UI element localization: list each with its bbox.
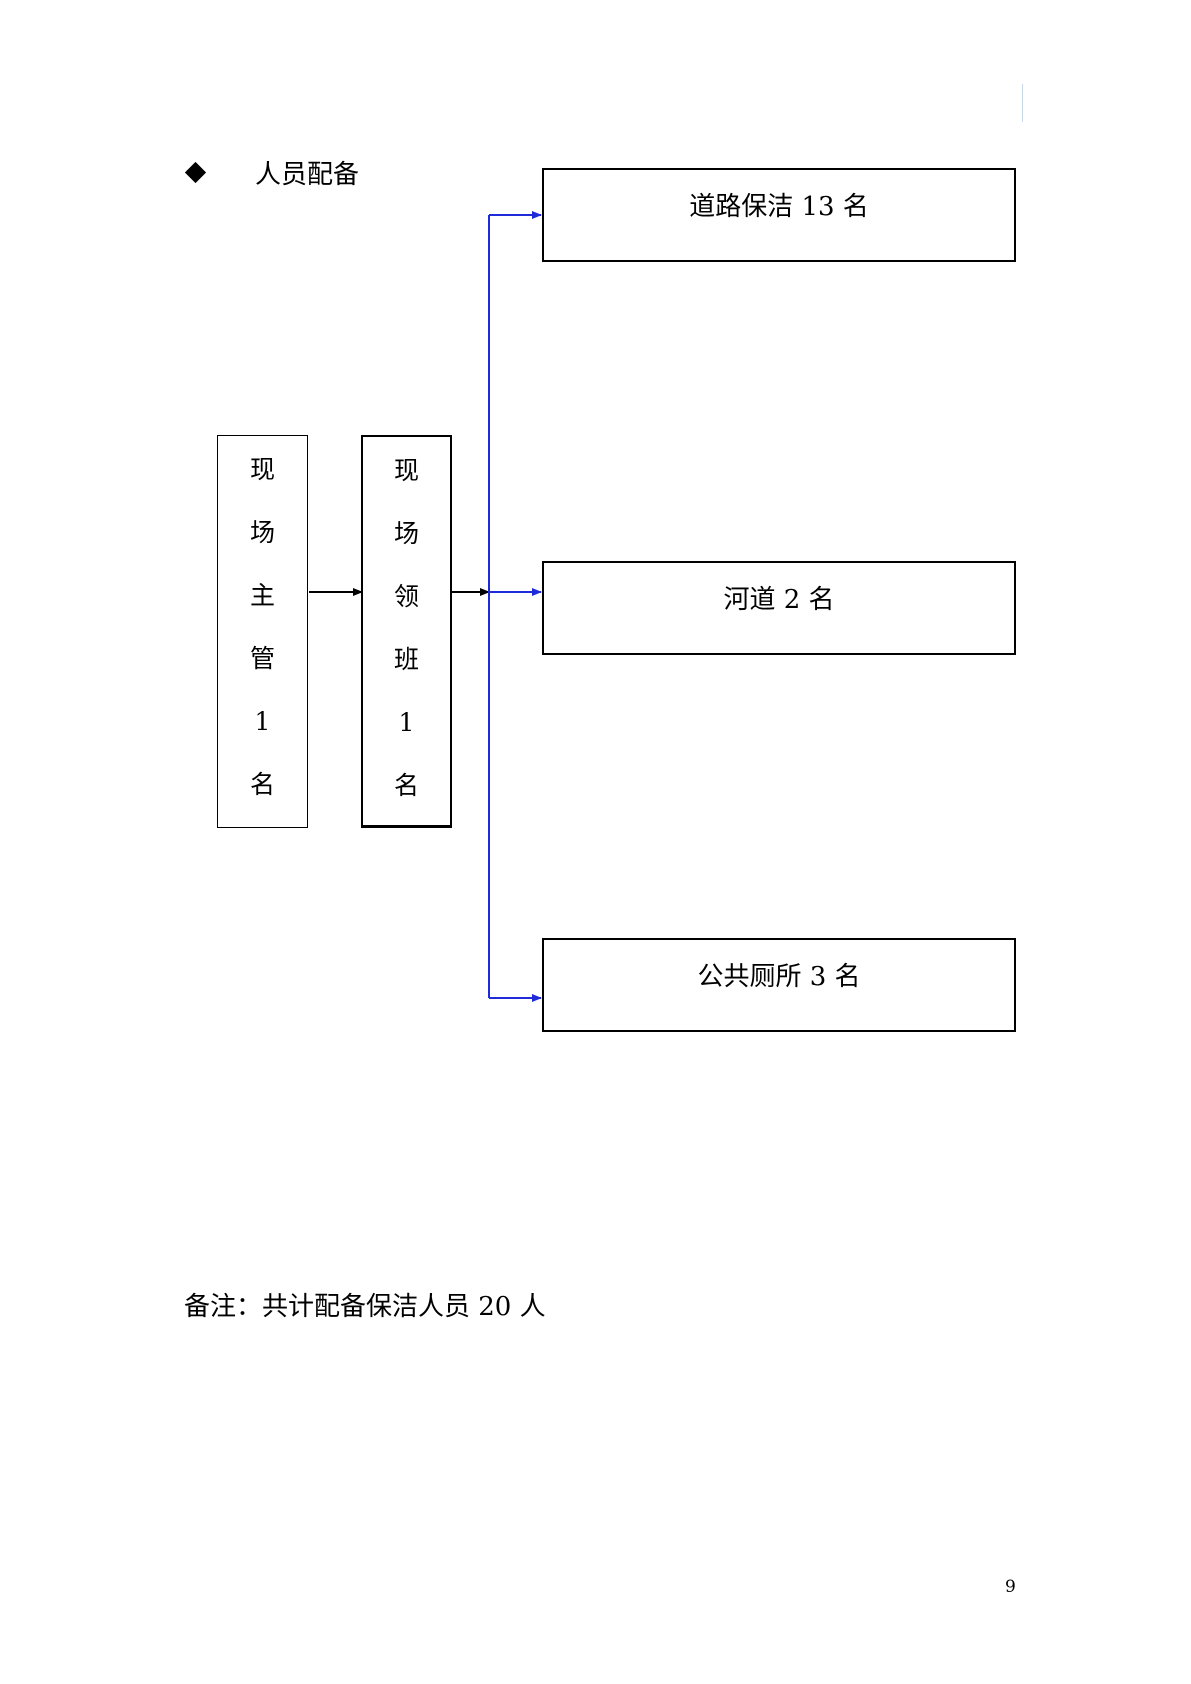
road-cleaning-box: 道路保洁 13 名 [542,168,1016,262]
team-leader-char: 现 [393,456,419,485]
section-title: 人员配备 [255,159,360,190]
river-label: 河道 2 名 [723,585,835,615]
team-leader-box: 现 场 领 班 1 名 [361,435,452,828]
team-leader-char: 班 [393,645,419,674]
page-number: 9 [1005,1577,1016,1597]
header-divider-line [1022,84,1023,122]
road-cleaning-label: 道路保洁 13 名 [689,192,869,222]
public-toilets-box: 公共厕所 3 名 [542,938,1016,1032]
supervisor-char: 现 [249,455,275,484]
supervisor-char: 主 [249,581,275,610]
supervisor-box: 现 场 主 管 1 名 [217,435,308,828]
supervisor-char: 管 [249,644,275,673]
public-toilets-label: 公共厕所 3 名 [697,962,861,992]
team-leader-char: 领 [393,582,419,611]
team-leader-char: 场 [393,519,419,548]
supervisor-char: 1 [254,707,271,736]
diamond-bullet-icon [184,161,207,183]
team-leader-char: 名 [393,771,419,800]
team-leader-char: 1 [398,708,415,737]
supervisor-char: 名 [249,770,275,799]
section-heading: 人员配备 [184,154,359,190]
river-box: 河道 2 名 [542,561,1016,655]
supervisor-char: 场 [249,518,275,547]
staffing-note: 备注：共计配备保洁人员 20 人 [184,1292,546,1322]
